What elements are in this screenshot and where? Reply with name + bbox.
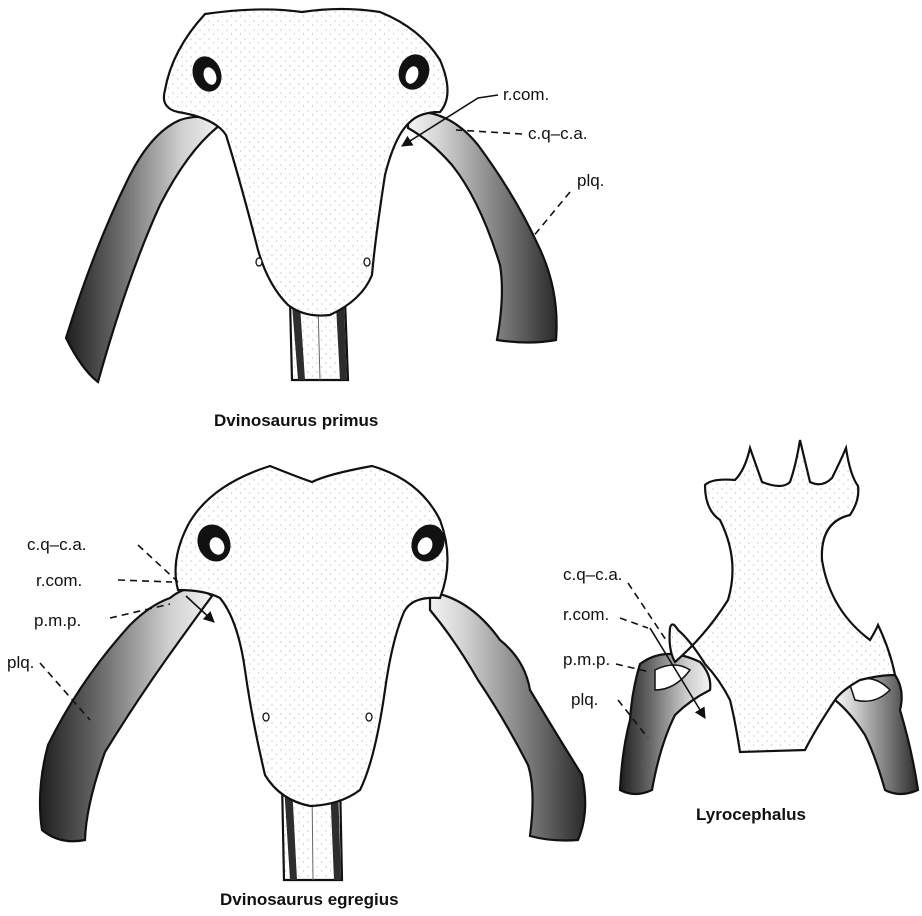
label-plq-3: plq. (571, 690, 598, 709)
leader-cq-ca-2 (138, 545, 178, 582)
title-dvinosaurus-primus: Dvinosaurus primus (214, 411, 378, 430)
label-pmp-2: p.m.p. (34, 611, 81, 630)
figure-lyrocephalus: c.q–c.a. r.com. p.m.p. plq. Lyrocephalus (563, 440, 918, 824)
leader-cq-ca-3 (628, 583, 668, 643)
leader-r-com-3 (620, 618, 648, 628)
parasphenoid-plate-2 (176, 466, 448, 806)
small-pore-right (364, 258, 370, 266)
leader-plq-1 (532, 192, 570, 238)
label-plq-1: plq. (577, 171, 604, 190)
small-pore-right-2 (366, 713, 372, 721)
label-cq-ca-2: c.q–c.a. (27, 535, 87, 554)
label-cq-ca-1: c.q–c.a. (528, 124, 588, 143)
label-r-com-3: r.com. (563, 605, 609, 624)
label-r-com-1: r.com. (503, 85, 549, 104)
left-pterygoid-ramus (66, 117, 220, 382)
right-pterygoid-ramus-2 (430, 592, 585, 841)
title-dvinosaurus-egregius: Dvinosaurus egregius (220, 890, 399, 909)
title-lyrocephalus: Lyrocephalus (696, 805, 806, 824)
parasphenoid-plate (164, 9, 448, 316)
label-plq-2: plq. (7, 653, 34, 672)
leader-r-com-2 (118, 580, 172, 582)
figure-dvinosaurus-egregius: c.q–c.a. r.com. p.m.p. plq. Dvinosaurus … (7, 466, 585, 909)
right-pterygoid-ramus (408, 112, 557, 343)
figure-dvinosaurus-primus: r.com. c.q–c.a. plq. Dvinosaurus primus (66, 9, 604, 430)
label-r-com-2: r.com. (36, 571, 82, 590)
small-pore-left (256, 258, 262, 266)
small-pore-left-2 (263, 713, 269, 721)
label-pmp-3: p.m.p. (563, 650, 610, 669)
label-cq-ca-3: c.q–c.a. (563, 565, 623, 584)
